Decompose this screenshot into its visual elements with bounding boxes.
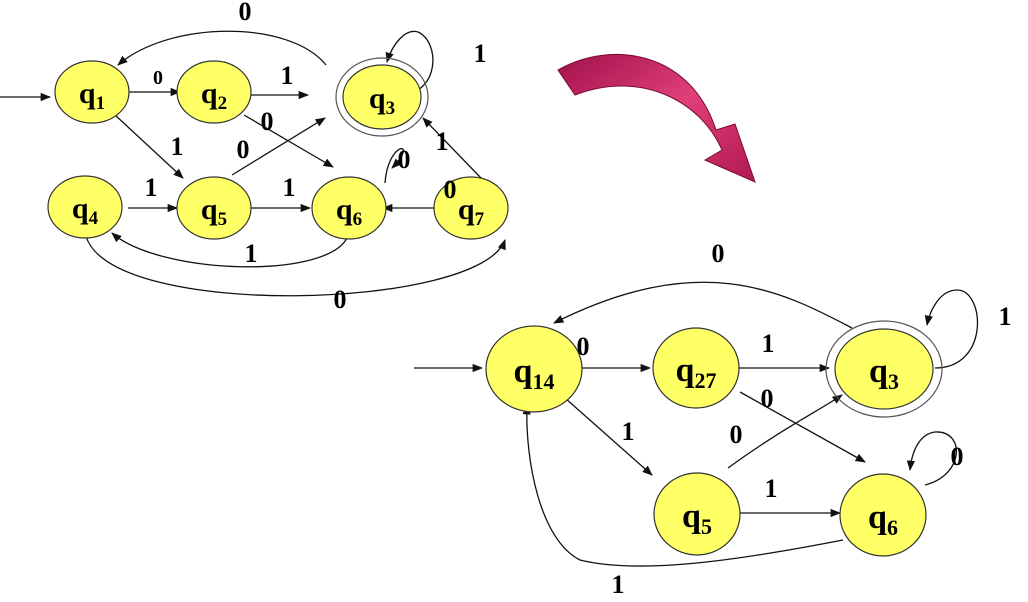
edge-label: 0 [261,107,274,136]
state-q27: q27 [652,327,740,409]
svg-text:q5: q5 [201,193,227,230]
state-q5: q5 [653,472,741,556]
original-dfa: q1 q2 q3 q4 q5 q6 q7 0 1 0 1 0 1 0 0 1 1… [0,0,509,314]
edge-label: 1 [145,173,158,202]
edge-label: 0 [577,332,590,361]
state-q4: q4 [47,175,123,239]
edge-label: 0 [712,239,725,268]
svg-text:q7: q7 [458,193,485,230]
svg-text:q3: q3 [369,82,395,119]
svg-text:q2: q2 [201,77,227,114]
edge-label: 1 [171,132,184,161]
state-q6: q6 [311,176,387,240]
edge-label: 0 [761,384,774,413]
svg-text:q6: q6 [868,499,898,540]
svg-text:q27: q27 [676,352,717,393]
transform-arrow-icon [557,53,756,183]
svg-text:q6: q6 [336,193,362,230]
svg-text:q14: q14 [514,353,555,394]
edge-label: 0 [334,285,347,314]
edge-label: 1 [436,127,449,156]
state-q1: q1 [54,60,130,124]
edge-label: 1 [762,329,775,358]
state-q5: q5 [176,176,252,240]
edge-label: 1 [283,173,296,202]
edge-label: 1 [281,61,294,90]
svg-text:q4: q4 [72,192,99,229]
edge-label: 0 [153,67,163,89]
edge-label: 1 [474,39,487,68]
svg-text:q5: q5 [682,498,712,539]
edge-label: 0 [239,0,252,26]
svg-text:q1: q1 [79,77,105,114]
edge-label: 1 [245,239,258,268]
edge-label: 0 [444,175,457,204]
state-q3-accepting: q3 [825,320,943,418]
state-q14: q14 [485,325,583,413]
state-q7: q7 [433,176,509,240]
edge-label: 1 [999,302,1012,331]
edge-label: 0 [951,442,964,471]
edge-label: 1 [612,570,625,599]
state-q6: q6 [839,473,927,557]
svg-text:q3: q3 [869,353,899,394]
edge-label: 1 [765,474,778,503]
minimized-dfa: q14 q27 q3 q5 q6 0 1 0 1 0 1 0 0 1 1 [414,239,1012,599]
edge-label: 1 [622,417,635,446]
edge-label: 0 [398,145,411,174]
edge-label: 0 [730,420,743,449]
state-q2: q2 [176,60,252,124]
edge-label: 0 [237,135,250,164]
state-q3-accepting: q3 [335,57,429,137]
